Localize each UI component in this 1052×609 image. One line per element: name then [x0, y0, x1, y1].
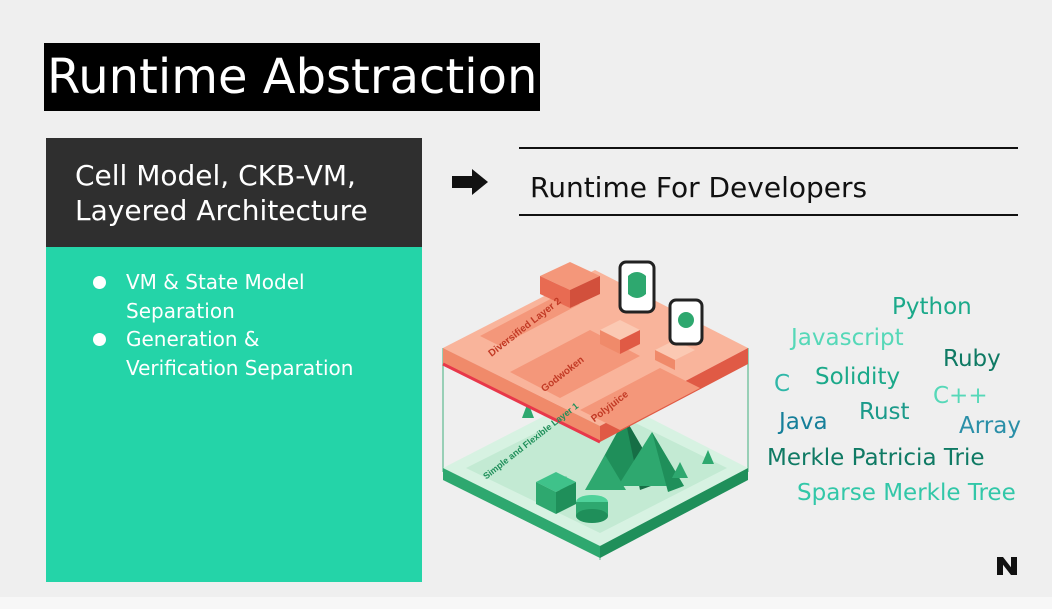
- layer1-platform: [443, 390, 748, 558]
- bullet-item: VM & State Model Separation: [91, 268, 353, 325]
- bottom-strip: [0, 597, 1052, 609]
- layered-architecture-illustration: Diversified Layer 2 Godwoken Polyjuice S…: [442, 260, 749, 560]
- bullet-text: Verification Separation: [126, 355, 354, 380]
- tech-label: Javascript: [791, 325, 904, 351]
- tech-label: Python: [892, 294, 972, 320]
- layer2-platform: [442, 260, 748, 444]
- runtime-heading: Runtime For Developers: [530, 171, 868, 204]
- tech-label: Rust: [859, 399, 910, 425]
- right-arrow-icon: [452, 169, 488, 195]
- nervos-logo-icon: [997, 557, 1017, 575]
- heading-rule-top: [519, 147, 1018, 149]
- bullet-list: VM & State Model Separation Generation &…: [91, 268, 353, 382]
- bullet-dot-icon: [93, 276, 106, 289]
- tech-label: C: [774, 371, 791, 397]
- bullet-text: Separation: [126, 298, 235, 323]
- bullet-dot-icon: [93, 333, 106, 346]
- left-panel-header: Cell Model, CKB-VM, Layered Architecture: [46, 138, 422, 247]
- slide-title: Runtime Abstraction: [44, 43, 541, 111]
- left-header-line-1: Cell Model, CKB-VM,: [75, 159, 356, 192]
- bullet-text: Generation &: [126, 327, 260, 351]
- tech-label: Sparse Merkle Tree: [797, 480, 1016, 506]
- tech-label: Array: [959, 413, 1021, 439]
- bullet-text: VM & State Model: [126, 270, 305, 294]
- tech-label: Java: [779, 409, 828, 435]
- tech-label: Solidity: [815, 364, 901, 390]
- left-header-line-2: Layered Architecture: [75, 194, 368, 227]
- tech-label: C++: [933, 383, 988, 409]
- tech-label: Merkle Patricia Trie: [767, 445, 985, 471]
- bullet-item: Generation & Verification Separation: [91, 325, 353, 382]
- tech-label: Ruby: [943, 346, 1001, 372]
- heading-rule-bottom: [519, 214, 1018, 216]
- left-panel-body: VM & State Model Separation Generation &…: [46, 247, 422, 582]
